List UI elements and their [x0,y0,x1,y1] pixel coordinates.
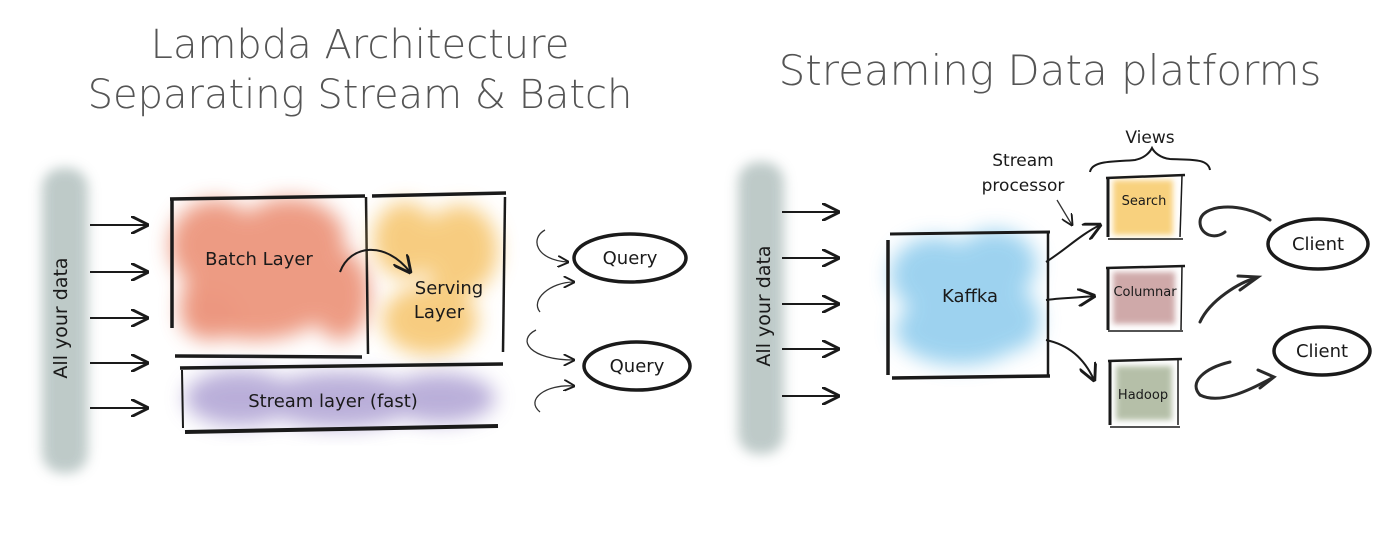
query-arrows [526,229,574,413]
batch-layer-label: Batch Layer [205,249,313,270]
stream-layer: Stream layer (fast) [179,362,504,434]
query-top-label: Query [603,248,658,269]
right-source-label: All your data [753,245,775,366]
streaming-title: Streaming Data platforms [779,46,1322,95]
left-source-label: All your data [50,257,72,378]
client-top: Client [1266,217,1370,271]
views-label: Views [1125,128,1174,148]
left-source-blob: All your data [42,168,88,473]
batch-to-serving-arrow [339,248,410,272]
right-input-arrows [782,212,838,396]
client-top-label: Client [1292,234,1344,255]
streaming-platforms-panel: Streaming Data platforms All your data [738,46,1372,454]
query-top: Query [572,232,688,284]
stream-processor-label-line2: processor [982,176,1065,196]
lambda-title-line1: Lambda Architecture [151,22,570,68]
view-search: Search [1105,173,1186,240]
lambda-architecture-panel: Lambda Architecture Separating Stream & … [42,22,692,473]
client-arrows [1194,205,1277,400]
serving-layer: Serving Layer [371,191,507,355]
kafka-to-views-arrows [1045,225,1100,380]
left-input-arrows [90,225,147,408]
client-bottom-label: Client [1296,341,1348,362]
kafka-box: Kaffka [886,230,1051,380]
views-annotation: Views [1089,128,1211,173]
kafka-label: Kaffka [942,286,998,307]
serving-layer-label-line2: Layer [414,302,465,323]
view-columnar: Columnar [1105,264,1186,332]
stream-layer-label: Stream layer (fast) [248,391,418,412]
client-bottom: Client [1272,325,1372,377]
stream-processor-annotation: Stream processor [982,151,1072,225]
stream-processor-label-line1: Stream [992,151,1054,171]
view-hadoop: Hadoop [1107,357,1183,428]
view-columnar-label: Columnar [1113,285,1177,300]
right-source-blob: All your data [738,162,784,454]
query-bottom-label: Query [610,356,665,377]
serving-layer-label-line1: Serving [415,278,483,299]
batch-layer: Batch Layer [169,194,370,359]
lambda-title-line2: Separating Stream & Batch [88,72,633,118]
view-search-label: Search [1122,194,1167,209]
query-bottom: Query [582,340,692,392]
view-hadoop-label: Hadoop [1118,388,1168,403]
